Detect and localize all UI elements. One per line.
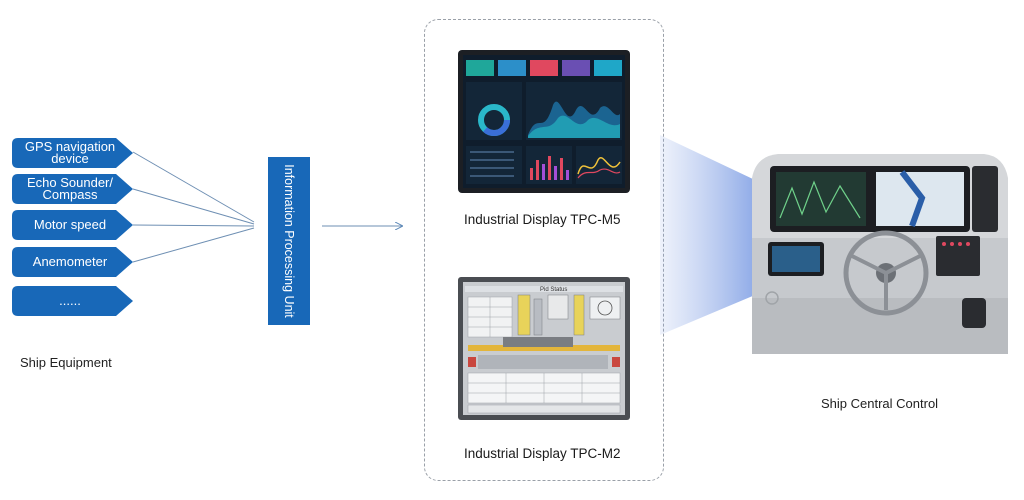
connector-motor [132, 224, 255, 227]
equipment-label: GPS navigation device [24, 139, 116, 166]
ship-central-control-label: Ship Central Control [821, 396, 939, 411]
equipment-label: Echo Sounder/ Compass [26, 175, 113, 202]
display-tpc-m5-caption: Industrial Display TPC-M5 [464, 212, 621, 227]
tag-shape [12, 174, 133, 204]
ship-console-image [752, 154, 1008, 354]
display-tpc-m2-caption: Industrial Display TPC-M2 [464, 446, 621, 461]
equipment-tag-anemometer: Anemometer [12, 247, 133, 277]
display-tpc-m5-image [458, 50, 630, 193]
projection-beam [660, 135, 755, 335]
information-processing-unit: Information Processing Unit [268, 157, 310, 325]
connector-gps [132, 151, 255, 223]
tag-shape [12, 210, 133, 240]
tpc-m2-screen-title: Pid Status [540, 287, 568, 293]
equipment-label: Anemometer [32, 254, 108, 269]
equipment-tag-motor-speed: Motor speed [12, 210, 133, 240]
tag-shape [12, 247, 133, 277]
equipment-tag-more: ...... [12, 286, 133, 316]
equipment-label: Motor speed [33, 217, 107, 232]
tag-shape [12, 138, 133, 168]
equipment-label: ...... [59, 293, 81, 308]
connector-anemometer [132, 227, 255, 263]
equipment-tag-gps: GPS navigation device [12, 138, 133, 168]
tag-shape [12, 286, 133, 316]
equipment-tag-echo-sounder: Echo Sounder/ Compass [12, 174, 133, 204]
connector-echo [132, 188, 255, 225]
display-tpc-m2-image [458, 277, 630, 420]
ipu-label: Information Processing Unit [282, 164, 296, 318]
ship-equipment-label: Ship Equipment [20, 355, 112, 370]
